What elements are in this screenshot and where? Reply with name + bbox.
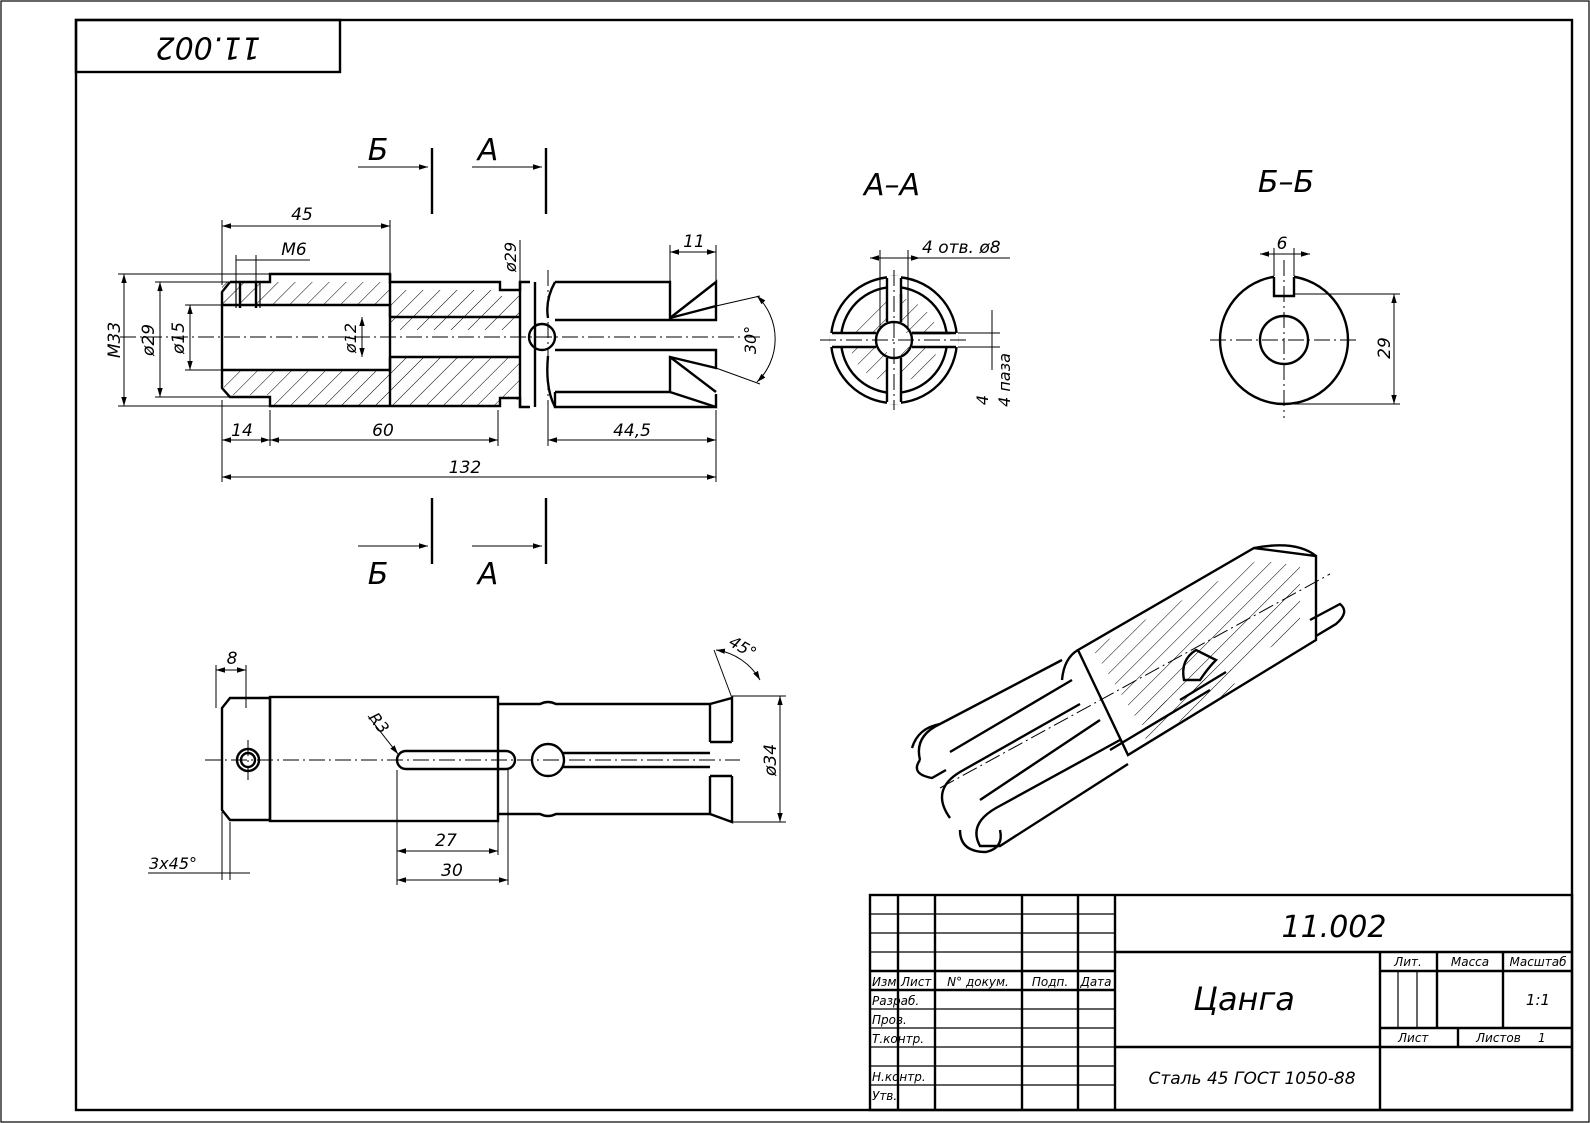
dim-m6: M6 <box>281 240 307 260</box>
section-markers: Б А Б А <box>358 133 548 592</box>
bv-dim-27: 27 <box>435 831 457 851</box>
tb-doc-number: 11.002 <box>1282 910 1387 945</box>
title-block: Изм Лист N° докум. Подп. Дата Разраб. Пр… <box>868 893 1574 1112</box>
top-stamp: 11.002 <box>74 18 342 74</box>
dim-a30: 30° <box>741 326 760 354</box>
bottom-view: 8 45° R3 ø34 27 30 3x45° <box>148 632 786 885</box>
dim-d12: ø12 <box>341 323 360 354</box>
dim-m33: M33 <box>105 322 125 358</box>
bb-dim-6: 6 <box>1277 234 1288 254</box>
dim-132: 132 <box>449 458 481 478</box>
tb-sheet-label: Лист <box>1397 1031 1429 1045</box>
section-aa-title: А–А <box>862 168 920 203</box>
bv-dim-30: 30 <box>441 861 463 881</box>
aa-holes-label: 4 отв. ø8 <box>922 238 1001 258</box>
section-aa: А–А 4 отв. ø8 4 4 паза <box>820 168 1014 410</box>
section-bb-title: Б–Б <box>1258 165 1314 200</box>
tb-header-sign: Подп. <box>1032 975 1068 989</box>
tb-row-prov: Пров. <box>872 1013 907 1027</box>
tb-row-tkontr: Т.контр. <box>872 1032 924 1046</box>
bv-dim-8: 8 <box>227 649 238 669</box>
dim-14: 14 <box>231 421 253 441</box>
tb-lit-label: Лит. <box>1393 955 1422 969</box>
bv-dim-r3: R3 <box>365 709 393 737</box>
dim-60: 60 <box>372 421 394 441</box>
tb-row-razrab: Разраб. <box>872 994 919 1008</box>
tb-header-izm: Изм <box>872 975 896 989</box>
tb-material: Сталь 45 ГОСТ 1050-88 <box>1148 1069 1355 1089</box>
tb-title: Цанга <box>1193 980 1295 1018</box>
tb-row-nkontr: Н.контр. <box>872 1070 926 1084</box>
bv-dim-d34: ø34 <box>761 744 781 777</box>
mark-a-bottom: А <box>476 557 499 592</box>
bb-dim-29: 29 <box>1375 337 1395 359</box>
dim-d15: ø15 <box>169 322 189 355</box>
tb-scale-label: Масштаб <box>1509 955 1567 969</box>
isometric-view <box>910 544 1346 854</box>
mark-a-top: А <box>476 133 499 168</box>
dim-d29-left: ø29 <box>139 324 159 357</box>
bv-dim-chamfer: 3x45° <box>149 854 197 873</box>
aa-slots-label: 4 паза <box>995 353 1014 407</box>
dim-44-5: 44,5 <box>613 421 651 441</box>
tb-row-utv: Утв. <box>872 1089 897 1103</box>
dim-d29-top: ø29 <box>501 242 520 273</box>
tb-header-date: Дата <box>1079 975 1111 989</box>
doc-number-rotated: 11.002 <box>156 30 261 65</box>
section-bb: Б–Б 6 29 <box>1210 165 1400 418</box>
bv-dim-a45: 45° <box>726 632 760 663</box>
mark-b-bottom: Б <box>368 557 389 592</box>
tb-header-doc: N° докум. <box>947 975 1009 989</box>
tb-total-sheets: 1 <box>1538 1031 1546 1045</box>
main-view: 45 M6 ø29 11 M33 ø29 ø15 ø12 30° <box>105 205 776 482</box>
drawing-frame <box>74 18 1574 1112</box>
tb-total-sheets-label: Листов <box>1475 1031 1521 1045</box>
aa-slots-4: 4 <box>973 395 992 405</box>
tb-mass-label: Масса <box>1451 955 1489 969</box>
tb-header-list: Лист <box>900 975 932 989</box>
tb-scale-value: 1:1 <box>1526 991 1550 1009</box>
dim-11: 11 <box>683 232 705 252</box>
dim-45: 45 <box>291 205 313 225</box>
mark-b-top: Б <box>368 133 389 168</box>
